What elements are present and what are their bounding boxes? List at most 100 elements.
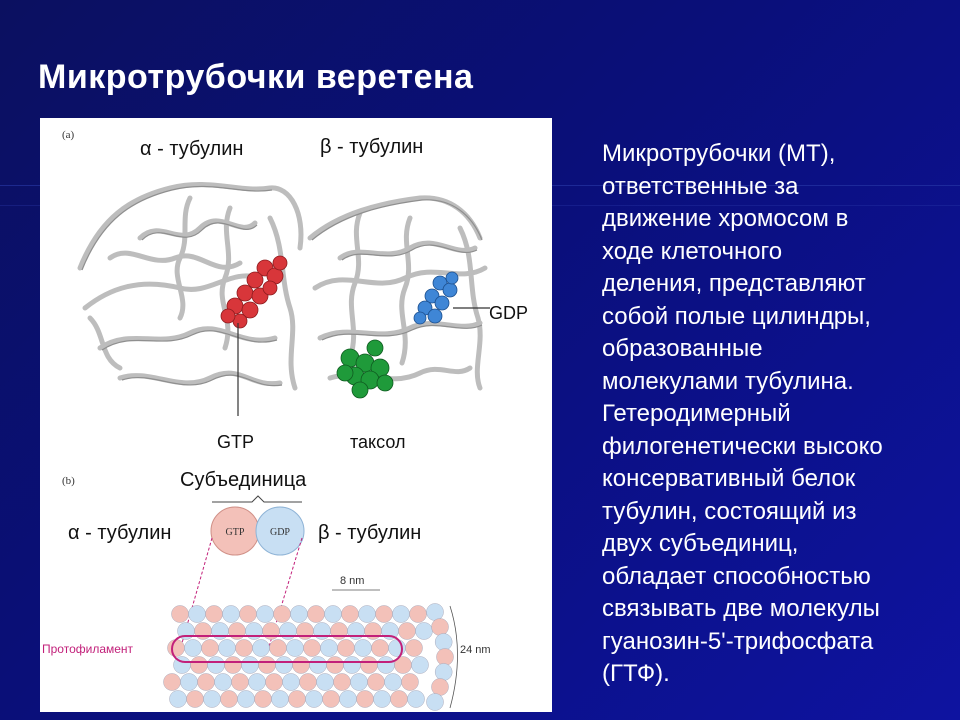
body-text-line: деления, представляют xyxy=(602,270,866,297)
body-text-line: тубулин, состоящий из xyxy=(602,497,857,525)
tubulin-sphere xyxy=(299,673,317,691)
body-text-line: Гетеродимерный xyxy=(602,400,791,427)
alpha-tubulin-label-b: α - тубулин xyxy=(68,522,171,544)
tubulin-sphere xyxy=(407,690,425,708)
tubulin-sphere xyxy=(201,639,219,657)
tubulin-sphere xyxy=(222,605,240,623)
tubulin-sphere xyxy=(190,656,208,674)
tubulin-sphere xyxy=(214,673,232,691)
tubulin-sphere xyxy=(392,605,410,623)
tubulin-sphere xyxy=(375,605,393,623)
tubulin-sphere xyxy=(188,605,206,623)
tubulin-sphere xyxy=(398,622,416,640)
gdp-label: GDP xyxy=(489,303,528,323)
beta-tubulin-label: β - тубулин xyxy=(320,136,423,158)
tubulin-sphere xyxy=(256,605,274,623)
gtp-sphere-label: GTP xyxy=(226,527,245,538)
body-text-line: филогенетически высоко xyxy=(602,432,883,460)
tubulin-sphere xyxy=(220,690,238,708)
alpha-tubulin-ribbon xyxy=(77,181,304,391)
tubulin-sphere xyxy=(197,673,215,691)
alpha-tubulin-ribbon-shade xyxy=(81,185,283,387)
tubulin-sphere xyxy=(292,656,310,674)
tubulin-sphere xyxy=(224,656,242,674)
tubulin-sphere xyxy=(373,690,391,708)
body-text-line: обладает способностью xyxy=(602,562,871,590)
gtp-molecule xyxy=(220,255,288,329)
beta-tubulin-label-b: β - тубулин xyxy=(318,522,421,544)
tubulin-sphere xyxy=(415,622,433,640)
body-text-line: гуанозин-5'-трифосфата xyxy=(602,627,874,655)
diameter-bracket xyxy=(449,605,458,709)
panel-b-label: (b) xyxy=(62,475,75,487)
tubulin-sphere xyxy=(273,605,291,623)
tubulin-sphere xyxy=(305,690,323,708)
subunit-brace xyxy=(212,495,302,503)
panel-a-label: (a) xyxy=(62,129,75,141)
beta-tubulin-ribbon xyxy=(307,195,488,391)
tubulin-sphere xyxy=(431,618,449,636)
tubulin-sphere xyxy=(431,678,449,696)
body-text-line: Микротрубочки (МТ), xyxy=(602,140,836,167)
tubulin-sphere xyxy=(401,673,419,691)
tubulin-sphere xyxy=(333,673,351,691)
tubulin-sphere xyxy=(241,656,259,674)
protofilament-label: Протофиламент xyxy=(42,642,134,656)
tubulin-sphere xyxy=(326,656,344,674)
taxol-label: таксол xyxy=(350,432,405,452)
tubulin-sphere xyxy=(290,605,308,623)
tubulin-sphere xyxy=(169,690,187,708)
tubulin-sphere xyxy=(358,605,376,623)
taxol-molecule xyxy=(336,339,394,399)
tubulin-sphere xyxy=(371,639,389,657)
tubulin-sphere xyxy=(269,639,287,657)
tubulin-sphere xyxy=(436,648,454,666)
tubulin-sphere xyxy=(239,605,257,623)
tubulin-sphere xyxy=(339,690,357,708)
tubulin-sphere xyxy=(235,639,253,657)
diameter-dimension-label: 24 nm xyxy=(460,644,491,656)
tubulin-sphere xyxy=(350,673,368,691)
body-text-line: консервативный белок xyxy=(602,465,856,492)
tubulin-sphere xyxy=(341,605,359,623)
body-text-line: ходе клеточного xyxy=(602,237,783,265)
tubulin-sphere xyxy=(434,633,453,651)
tubulin-sphere xyxy=(237,690,255,708)
tubulin-sphere xyxy=(309,656,327,674)
tubulin-sphere xyxy=(434,663,453,681)
tubulin-sphere xyxy=(231,673,249,691)
tubulin-sphere xyxy=(180,673,198,691)
tubulin-sphere xyxy=(252,639,270,657)
gdp-molecule xyxy=(413,271,459,325)
tubulin-sphere xyxy=(367,673,385,691)
slide-title: Микротрубочки веретена xyxy=(38,58,474,96)
tubulin-sphere xyxy=(303,639,321,657)
tubulin-sphere xyxy=(265,673,283,691)
tubulin-sphere xyxy=(186,690,204,708)
tubulin-sphere xyxy=(360,656,378,674)
tubulin-sphere xyxy=(426,693,444,711)
tubulin-sphere xyxy=(203,690,221,708)
tubulin-sphere xyxy=(409,605,427,623)
tubulin-sphere xyxy=(426,603,444,621)
tubulin-sphere xyxy=(356,690,374,708)
body-text-line: движение хромосом в xyxy=(602,205,849,232)
tubulin-sphere xyxy=(286,639,304,657)
gdp-sphere-label: GDP xyxy=(270,527,290,538)
tubulin-diagram: (a) xyxy=(42,129,528,711)
tubulin-sphere xyxy=(320,639,338,657)
body-text-line: ответственные за xyxy=(602,172,799,200)
tubulin-sphere xyxy=(205,605,223,623)
body-text-line: (ГТФ). xyxy=(602,660,670,687)
beta-subunit-sphere xyxy=(255,506,305,556)
tubulin-sphere xyxy=(324,605,342,623)
tubulin-sphere xyxy=(354,639,372,657)
tubulin-sphere xyxy=(248,673,266,691)
tubulin-sphere xyxy=(275,656,293,674)
tubulin-sphere xyxy=(384,673,402,691)
beta-tubulin-ribbon-shade xyxy=(311,199,483,341)
tubulin-sphere xyxy=(390,690,408,708)
tubulin-sphere xyxy=(167,639,185,657)
tubulin-sphere xyxy=(258,656,276,674)
tubulin-sphere xyxy=(316,673,334,691)
